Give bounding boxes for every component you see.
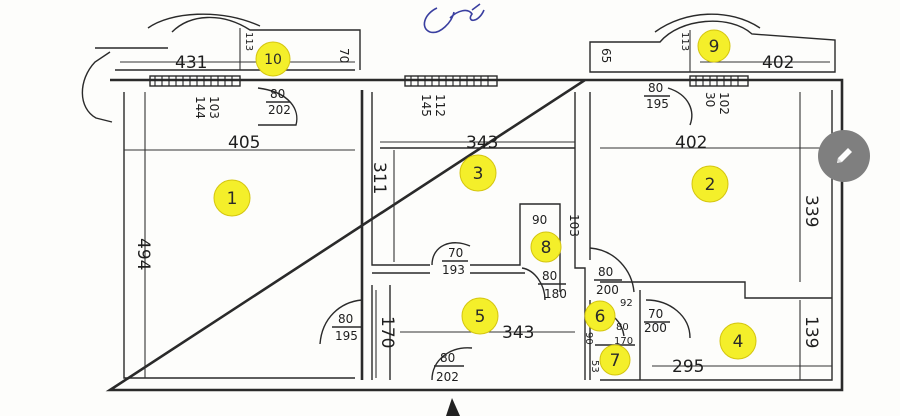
window-room1 <box>149 75 241 87</box>
dim-balcony-left-side: 70 <box>337 48 351 63</box>
opening-labels: 144 103 80 202 145 112 80 195 30 102 70 … <box>193 81 731 384</box>
door-swings <box>257 87 693 381</box>
door-closet8-top: 80 <box>542 269 557 283</box>
room-badge-1: 1 <box>213 179 251 217</box>
bath7-left: 90 <box>583 332 594 345</box>
dim-room1-height: 494 <box>133 238 153 270</box>
door-room4-bottom: 200 <box>644 321 667 335</box>
dim-room1-width: 405 <box>228 133 260 153</box>
svg-text:9: 9 <box>709 37 720 57</box>
door-balcony-left-bottom: 202 <box>268 103 291 117</box>
window-room3-top: 145 <box>419 94 433 117</box>
edit-button[interactable] <box>818 130 870 182</box>
room-badge-5: 5 <box>461 297 499 335</box>
door-room4-top: 70 <box>648 307 663 321</box>
door-room3-top: 70 <box>448 246 463 260</box>
door-room1-top: 80 <box>338 312 353 326</box>
svg-text:1: 1 <box>227 189 238 209</box>
bath7-bottom: 53 <box>589 360 600 373</box>
window-room1-top: 144 <box>193 96 207 119</box>
dim-room3-height: 311 <box>369 162 389 194</box>
svg-text:8: 8 <box>541 238 552 258</box>
door-balcony-right-top: 80 <box>648 81 663 95</box>
pencil-icon <box>837 148 852 163</box>
dim-room5-width: 343 <box>502 323 534 343</box>
room-badge-3: 3 <box>459 154 497 192</box>
room-badge-4: 4 <box>719 322 757 360</box>
dim-balcony-right-width: 402 <box>762 53 794 73</box>
door-entrance-bottom: 202 <box>436 370 459 384</box>
svg-text:7: 7 <box>610 351 621 371</box>
dim-room4-width: 295 <box>672 357 704 377</box>
dim-room2-width: 402 <box>675 133 707 153</box>
balcony-left <box>81 13 361 123</box>
door-bath6-bottom: 170 <box>614 336 633 347</box>
bath6-side: 92 <box>620 298 633 309</box>
dim-balcony-left-depth: 113 <box>243 32 254 51</box>
room-badge-9: 9 <box>697 29 731 63</box>
closet8-side: 103 <box>567 214 581 237</box>
dim-balcony-right-depth: 113 <box>679 32 690 51</box>
svg-text:4: 4 <box>733 332 744 352</box>
dimension-labels: 431 113 70 65 113 402 405 494 343 311 40… <box>133 32 821 377</box>
dim-room5-height: 170 <box>377 316 397 348</box>
dim-room2-height: 339 <box>801 195 821 227</box>
window-room2-bottom: 102 <box>717 92 731 115</box>
dim-room3-width: 343 <box>466 133 498 153</box>
dim-room4-height: 139 <box>801 316 821 348</box>
window-room2-top: 30 <box>703 92 717 107</box>
room-badge-2: 2 <box>691 165 729 203</box>
room-badge-10: 10 <box>255 41 291 77</box>
window-room2 <box>689 75 749 87</box>
closet8-top: 90 <box>532 213 547 227</box>
door-bath6-top: 80 <box>616 322 629 333</box>
room-badge-7: 7 <box>599 344 631 376</box>
door-entrance-top: 80 <box>440 351 455 365</box>
entrance-arrow-icon <box>446 398 460 416</box>
interior-walls <box>360 90 832 380</box>
room-badge-8: 8 <box>530 231 562 263</box>
dimension-lines <box>120 28 832 380</box>
door-balcony-left-top: 80 <box>270 87 285 101</box>
svg-text:5: 5 <box>475 307 486 327</box>
signature <box>423 3 485 34</box>
door-balcony-right-bottom: 195 <box>646 97 669 111</box>
window-room3-bottom: 112 <box>433 94 447 117</box>
window-room1-bottom: 103 <box>207 96 221 119</box>
svg-text:10: 10 <box>264 52 282 68</box>
dim-balcony-right-left: 65 <box>599 48 613 63</box>
door-room1-bottom: 195 <box>335 329 358 343</box>
dim-balcony-left-width: 431 <box>175 53 207 73</box>
svg-text:6: 6 <box>595 307 606 327</box>
svg-text:2: 2 <box>705 175 716 195</box>
door-closet8-bottom: 180 <box>544 287 567 301</box>
window-room3 <box>404 75 498 87</box>
outer-walls <box>105 78 844 392</box>
door-room3-bottom: 193 <box>442 263 465 277</box>
balcony-right <box>589 13 836 73</box>
room-badge-6: 6 <box>584 300 616 332</box>
svg-text:3: 3 <box>473 164 484 184</box>
door-room2-bottom: 200 <box>596 283 619 297</box>
door-room2-top: 80 <box>598 265 613 279</box>
